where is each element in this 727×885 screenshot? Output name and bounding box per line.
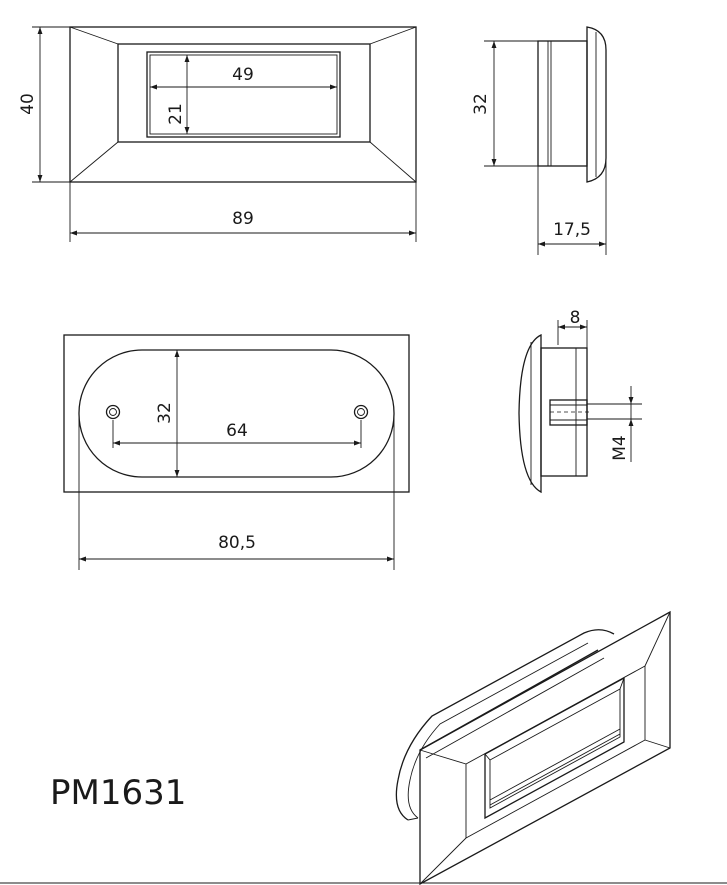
isometric-view (395, 610, 671, 885)
side-view (537, 26, 607, 183)
inner-height-label: 21 (166, 103, 186, 125)
dimension-thread: M4 (587, 386, 642, 462)
dimension-side-height: 32 (471, 40, 538, 167)
thread-label: M4 (610, 435, 630, 460)
front-height-label: 40 (18, 93, 38, 115)
inner-width-label: 49 (232, 65, 254, 85)
side-depth-label: 17,5 (553, 220, 591, 240)
dimension-inner-height: 21 (166, 55, 190, 134)
mounting-hole-right (353, 404, 369, 420)
dimension-back-width: 80,5 (78, 414, 395, 570)
dimension-boss-depth: 8 (557, 308, 588, 348)
side-height-label: 32 (471, 93, 491, 115)
front-width-label: 89 (232, 209, 254, 229)
back-view (63, 334, 410, 493)
dimension-hole-spacing: 64 (112, 420, 362, 448)
front-view (69, 26, 417, 183)
back-height-label: 32 (155, 402, 175, 424)
dimension-side-depth: 17,5 (537, 160, 607, 255)
boss-depth-label: 8 (570, 308, 581, 328)
dimension-inner-width: 49 (150, 65, 337, 90)
part-code: PM1631 (50, 773, 186, 813)
section-view (518, 333, 590, 494)
dimension-front-width: 89 (69, 182, 417, 242)
dimension-back-height: 32 (155, 350, 180, 477)
hole-spacing-label: 64 (226, 421, 248, 441)
dimension-front-height: 40 (18, 26, 70, 183)
back-width-label: 80,5 (218, 533, 256, 553)
mounting-hole-left (105, 404, 121, 420)
